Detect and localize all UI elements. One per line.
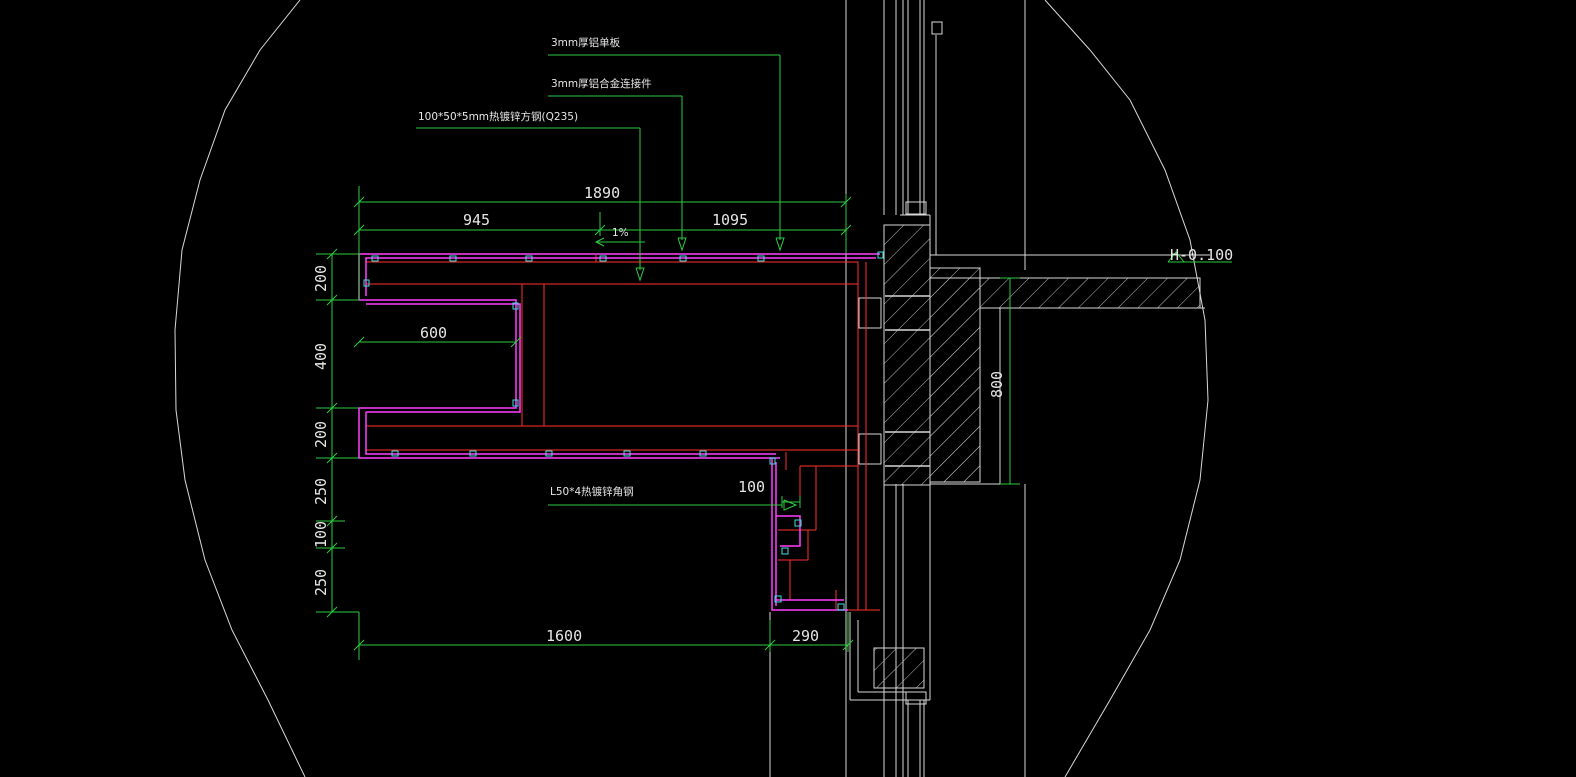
dim-left-6: 250 (312, 569, 330, 596)
dim-inner-width: 600 (420, 324, 447, 342)
level-label: H-0.100 (1170, 246, 1233, 264)
note-aluminum-panel: 3mm厚铝单板 (551, 36, 621, 49)
note-angle-steel: L50*4热镀锌角钢 (550, 485, 634, 498)
dim-step-width: 100 (738, 478, 765, 496)
dimension-lines (316, 54, 1232, 660)
concrete-slab-beam (873, 224, 1205, 689)
dim-top-right: 1095 (712, 211, 748, 229)
note-steel-tube: 100*50*5mm热镀锌方钢(Q235) (418, 110, 578, 123)
dim-bottom-right: 290 (792, 627, 819, 645)
dim-left-2: 400 (312, 343, 330, 370)
dim-left-3: 200 (312, 421, 330, 448)
detail-boundary (174, 0, 1209, 777)
dim-top-left: 945 (463, 211, 490, 229)
slope-label: 1% (612, 227, 629, 239)
dim-beam-depth: 800 (988, 371, 1006, 398)
dim-top-total: 1890 (584, 184, 620, 202)
aluminum-panel-outline (358, 253, 880, 611)
dim-left-5: 100 (312, 521, 330, 548)
steel-frame (365, 255, 880, 611)
note-connector: 3mm厚铝合金连接件 (551, 77, 652, 90)
leader-arrowheads (635, 237, 798, 511)
dim-left-4: 250 (312, 478, 330, 505)
anchor-bolts (858, 295, 930, 467)
dim-bottom-left: 1600 (546, 627, 582, 645)
dim-left-1: 200 (312, 265, 330, 292)
fasteners (363, 251, 884, 611)
